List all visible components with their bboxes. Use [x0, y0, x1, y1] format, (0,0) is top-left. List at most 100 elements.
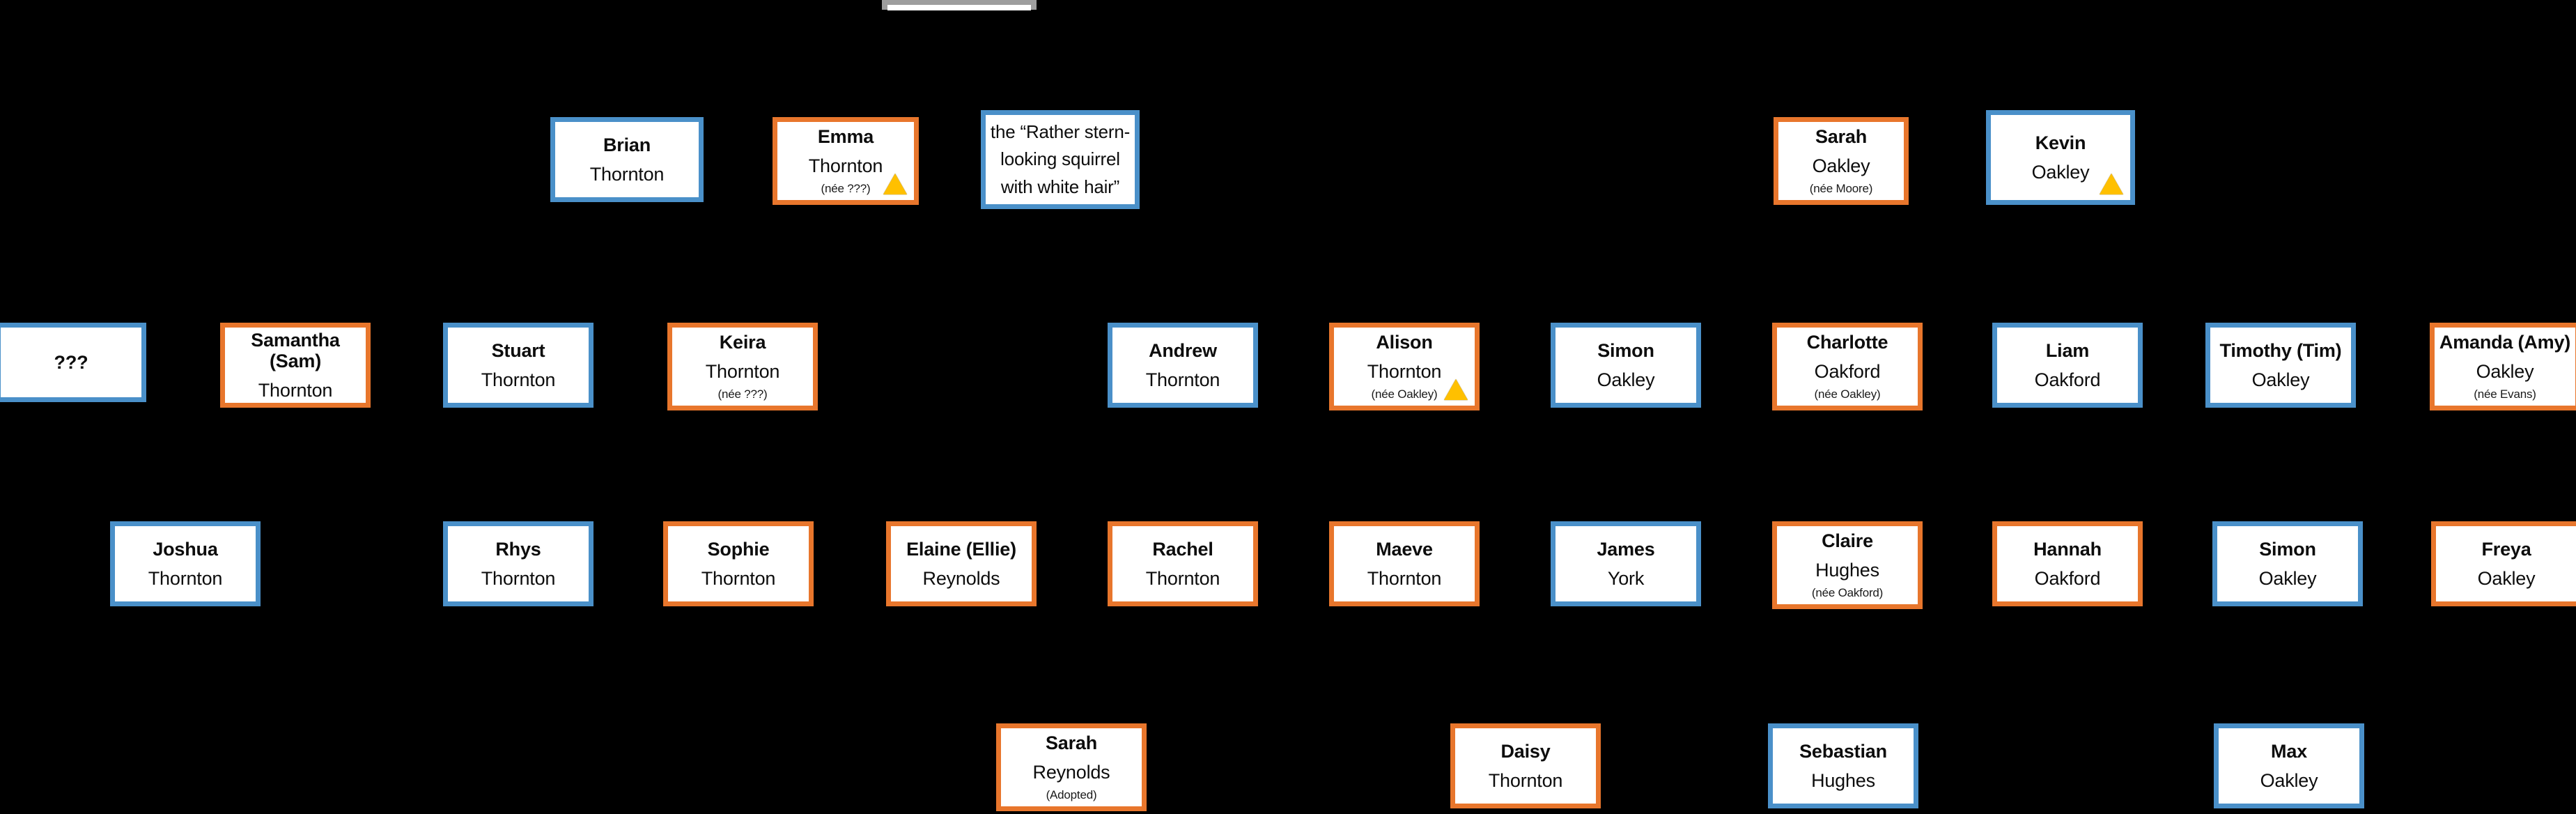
family-name: Oakley — [2477, 567, 2536, 589]
given-name: Sophie — [707, 539, 770, 560]
family-name: Thornton — [481, 567, 556, 589]
given-name: Joshua — [153, 539, 218, 560]
given-name: Rhys — [495, 539, 541, 560]
warning-triangle-icon — [2100, 174, 2123, 194]
family-name: Thornton — [701, 567, 776, 589]
person-node-description[interactable]: the “Rather stern-looking squirrel with w… — [981, 110, 1140, 209]
given-name: Andrew — [1149, 340, 1217, 362]
family-name: Oakley — [2476, 360, 2534, 382]
given-name: Simon — [1597, 340, 1654, 362]
scrollbar-stub[interactable] — [882, 0, 1037, 10]
warning-triangle-icon — [1444, 379, 1468, 400]
family-name: Thornton — [1367, 567, 1442, 589]
person-note: (née ???) — [717, 387, 768, 401]
family-name: Thornton — [1145, 567, 1220, 589]
given-name: Claire — [1822, 530, 1873, 552]
given-name: Rachel — [1152, 539, 1213, 560]
given-name: Freya — [2481, 539, 2531, 560]
given-name: Sebastian — [1799, 741, 1887, 762]
scrollbar-thumb[interactable] — [887, 5, 1031, 10]
person-note: (née Oakford) — [1811, 585, 1884, 599]
person-node-node[interactable]: ??? — [0, 323, 146, 402]
given-name: Samantha (Sam) — [251, 330, 340, 372]
person-node-elaine-ellie-reynolds[interactable]: Elaine (Ellie) Reynolds — [886, 521, 1037, 606]
person-note: (Adopted) — [1046, 788, 1097, 801]
family-name: Oakley — [2031, 161, 2090, 183]
family-name: Thornton — [1488, 769, 1563, 791]
family-name: Thornton — [1367, 360, 1442, 382]
person-note: (née Evans) — [2474, 387, 2536, 401]
given-name: Sarah — [1045, 732, 1098, 754]
person-note: (née Oakley) — [1371, 387, 1438, 401]
family-name: Oakley — [1597, 369, 1655, 390]
family-name: Hughes — [1811, 769, 1875, 791]
person-node-amanda-amy-oakley[interactable]: Amanda (Amy) Oakley (née Evans) — [2430, 323, 2576, 410]
family-name: Oakford — [2034, 369, 2101, 390]
given-name: Keira — [719, 332, 766, 353]
description-line-1: the “Rather stern- — [990, 121, 1131, 142]
family-name: Oakley — [1812, 155, 1870, 176]
given-name: Amanda (Amy) — [2439, 332, 2571, 353]
person-note: (née ???) — [821, 181, 871, 195]
family-name: Thornton — [258, 379, 333, 401]
family-name: Thornton — [1145, 369, 1220, 390]
family-name: Reynolds — [922, 567, 1000, 589]
given-name: James — [1597, 539, 1655, 560]
given-name: Maeve — [1376, 539, 1433, 560]
given-name: Daisy — [1500, 741, 1551, 762]
family-name: Thornton — [589, 163, 665, 185]
family-name: Oakford — [2034, 567, 2101, 589]
given-name: Timothy (Tim) — [2219, 340, 2342, 362]
given-name: Liam — [2045, 340, 2090, 362]
person-node-samantha-sam-thornton[interactable]: Samantha (Sam) Thornton — [220, 323, 371, 408]
family-name: Thornton — [808, 155, 883, 176]
person-node-timothy-tim-oakley[interactable]: Timothy (Tim) Oakley — [2205, 323, 2356, 408]
person-note: (née Oakley) — [1814, 387, 1881, 401]
given-name: Hannah — [2033, 539, 2102, 560]
given-name: Charlotte — [1806, 332, 1888, 353]
family-name: Reynolds — [1032, 761, 1110, 783]
given-name: Simon — [2259, 539, 2316, 560]
family-name: York — [1607, 567, 1645, 589]
family-name: Thornton — [481, 369, 556, 390]
family-name: Oakley — [2258, 567, 2317, 589]
given-name: Emma — [817, 126, 874, 148]
family-name: Oakley — [2260, 769, 2318, 791]
family-name: Oakley — [2251, 369, 2310, 390]
person-note: (née Moore) — [1809, 181, 1873, 195]
given-name: Stuart — [491, 340, 545, 362]
given-name: Elaine (Ellie) — [906, 539, 1016, 560]
given-name: Brian — [603, 135, 651, 156]
given-name: Sarah — [1815, 126, 1868, 148]
family-name: Thornton — [705, 360, 780, 382]
description-line-2: looking squirrel — [1000, 148, 1120, 170]
given-name: ??? — [54, 351, 88, 373]
description-line-3: with white hair” — [1000, 176, 1120, 197]
